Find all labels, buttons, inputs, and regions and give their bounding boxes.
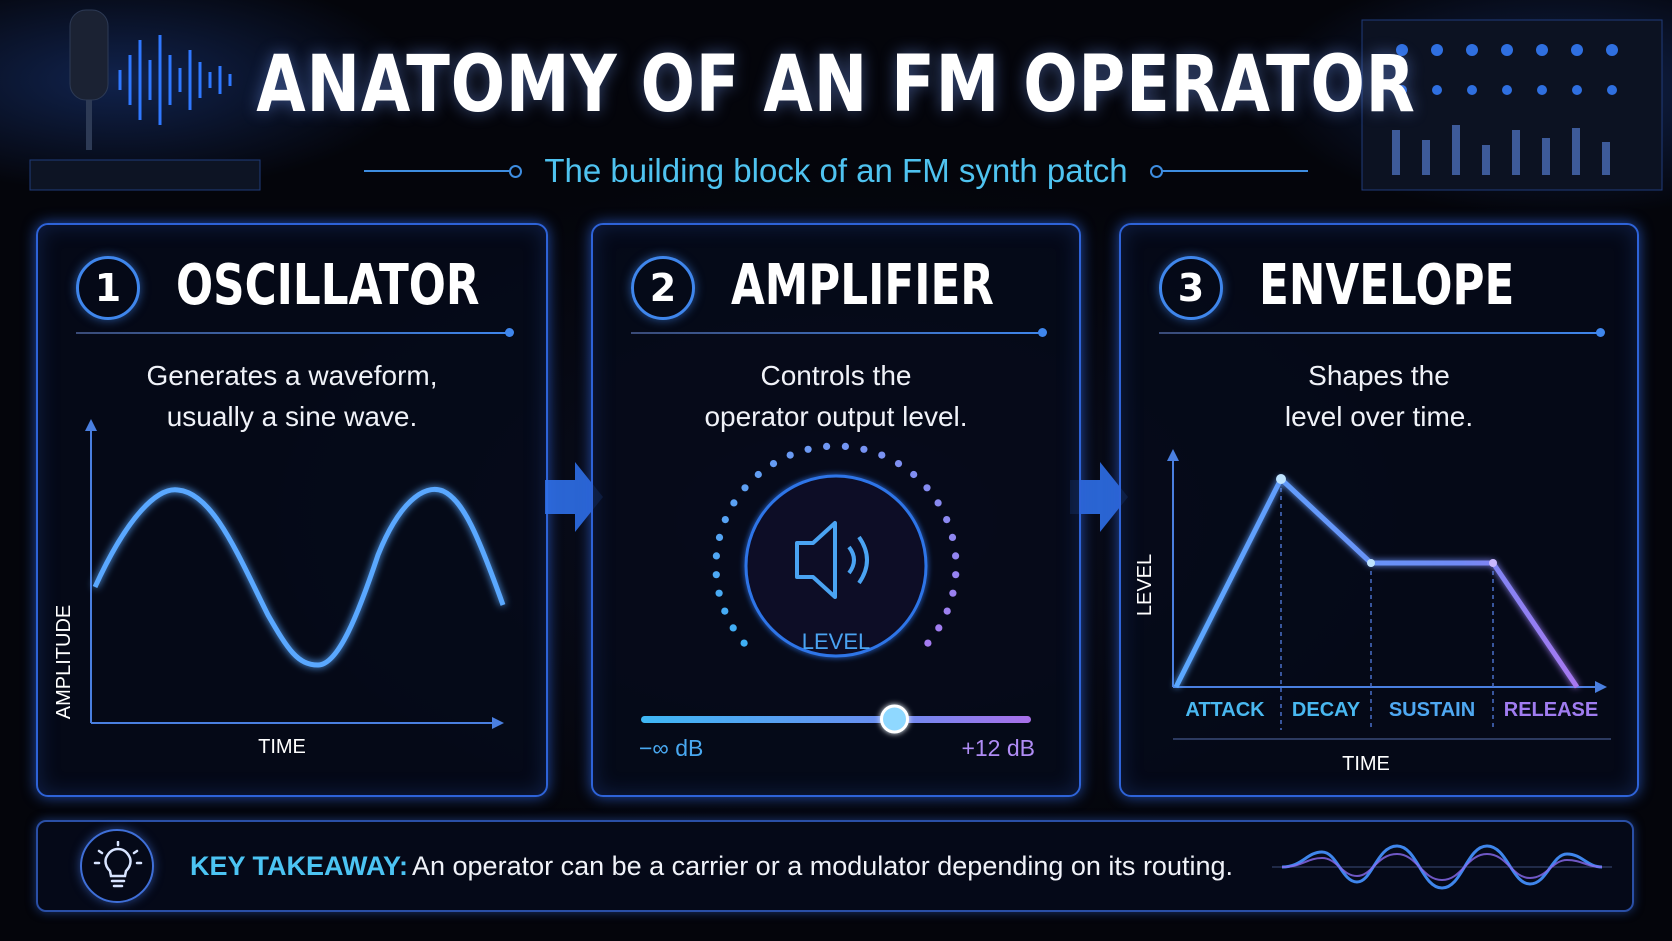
level-ring-dot — [712, 571, 720, 579]
level-ring-dot — [910, 470, 918, 479]
level-ring-dot — [729, 624, 737, 632]
slider-min-label: −∞ dB — [639, 735, 704, 761]
y-axis-arrow — [1167, 449, 1179, 461]
level-slider-thumb[interactable] — [880, 704, 909, 734]
level-ring-dot — [894, 460, 903, 468]
description-line: Controls the — [760, 360, 912, 391]
key-takeaway-bar: KEY TAKEAWAY: An operator can be a carri… — [36, 820, 1634, 912]
step-number-1: 1 — [76, 256, 140, 320]
subtitle-divider-left — [364, 165, 523, 178]
level-ring-dot — [878, 451, 886, 459]
x-axis-label: TIME — [1342, 753, 1390, 775]
level-ring-dot — [952, 552, 960, 560]
level-ring-dot — [712, 552, 720, 560]
level-ring-dot — [952, 571, 960, 579]
level-ring-dot — [934, 499, 942, 507]
subtitle-divider-right — [1149, 165, 1308, 178]
heading-divider — [76, 328, 514, 337]
envelope-heading: ENVELOPE — [1259, 253, 1515, 318]
subtitle: The building block of an FM synth patch — [544, 152, 1128, 189]
sustain-start-point — [1367, 559, 1375, 567]
envelope-description: Shapes the level over time. — [1121, 355, 1637, 437]
takeaway-label: KEY TAKEAWAY: — [190, 851, 409, 881]
lightbulb-icon — [80, 829, 154, 903]
page-title: ANATOMY OF AN FM OPERATOR — [256, 40, 1416, 130]
adsr-envelope-chart: LEVEL TIME ATTACK DECAY SUSTAIN RELEASE — [1134, 449, 1611, 775]
description-line: Generates a waveform, — [146, 360, 438, 391]
y-axis-arrow — [85, 419, 97, 431]
sustain-end-point — [1489, 559, 1497, 567]
level-ring-dot — [935, 624, 943, 632]
level-ring-dot — [943, 516, 951, 524]
sine-wave-chart: AMPLITUDE TIME — [53, 419, 506, 758]
level-ring-dot — [948, 533, 957, 541]
heading-divider — [1159, 328, 1605, 337]
amplifier-panel: 2 AMPLIFIER Controls the operator output… — [591, 223, 1081, 797]
envelope-panel: 3 ENVELOPE Shapes the level over time. — [1119, 223, 1639, 797]
peak-point — [1276, 474, 1286, 484]
slider-max-label: +12 dB — [961, 735, 1035, 761]
amplifier-heading: AMPLIFIER — [731, 253, 994, 318]
x-axis-label: TIME — [258, 736, 306, 758]
level-ring-dot — [721, 516, 729, 524]
y-axis-label: AMPLITUDE — [53, 605, 75, 719]
level-ring-dot — [730, 499, 738, 507]
amplifier-description: Controls the operator output level. — [593, 355, 1079, 437]
level-ring-dot — [715, 533, 724, 541]
level-ring-dot — [923, 484, 931, 492]
arrow-right-icon — [545, 462, 603, 532]
step-number-3: 3 — [1159, 256, 1223, 320]
takeaway-text: An operator can be a carrier or a modula… — [412, 851, 1233, 881]
level-ring-dot — [943, 607, 951, 615]
description-line: level over time. — [1284, 401, 1474, 432]
level-ring-dot — [860, 445, 868, 453]
description-line: usually a sine wave. — [166, 401, 418, 432]
oscillator-description: Generates a waveform, usually a sine wav… — [38, 355, 546, 437]
level-ring-dot — [715, 589, 723, 597]
level-ring-dot — [804, 445, 812, 453]
level-ring-dot — [841, 442, 849, 450]
studio-microphone-decoration — [29, 9, 261, 191]
level-knob-graphic: LEVEL — [641, 442, 1031, 734]
knob-label: LEVEL — [802, 629, 871, 654]
x-axis-arrow — [1595, 681, 1607, 693]
y-axis-label: LEVEL — [1134, 554, 1156, 616]
step-number-2: 2 — [631, 256, 695, 320]
phase-label-decay: DECAY — [1292, 699, 1361, 721]
x-axis-arrow — [492, 717, 504, 729]
heading-divider — [631, 328, 1047, 337]
level-ring-dot — [769, 460, 778, 468]
modulated-wave-decoration — [1272, 844, 1612, 890]
level-ring-dot — [740, 639, 748, 647]
level-ring-dot — [786, 451, 794, 459]
speaker-icon — [795, 521, 869, 599]
level-ring-dot — [924, 639, 932, 647]
arrow-right-icon — [1070, 462, 1128, 532]
level-ring-dot — [949, 589, 957, 597]
synth-rack-decoration — [1361, 19, 1663, 191]
level-dot-ring — [712, 442, 960, 647]
level-ring-dot — [823, 442, 831, 450]
phase-label-release: RELEASE — [1504, 699, 1598, 721]
phase-dividers — [1280, 480, 1494, 730]
sine-wave — [92, 487, 506, 668]
level-slider-track[interactable] — [641, 716, 1031, 723]
description-line: Shapes the — [1308, 360, 1450, 391]
level-ring-dot — [721, 607, 729, 615]
oscillator-heading: OSCILLATOR — [176, 253, 480, 318]
envelope-curve — [1173, 476, 1580, 689]
description-line: operator output level. — [704, 401, 968, 432]
level-ring-dot — [741, 484, 749, 492]
phase-label-sustain: SUSTAIN — [1389, 699, 1475, 721]
level-ring-dot — [754, 470, 762, 479]
subtitle-row: The building block of an FM synth patch — [0, 146, 1672, 196]
oscillator-panel: 1 OSCILLATOR Generates a waveform, usual… — [36, 223, 548, 797]
phase-label-attack: ATTACK — [1185, 699, 1265, 721]
